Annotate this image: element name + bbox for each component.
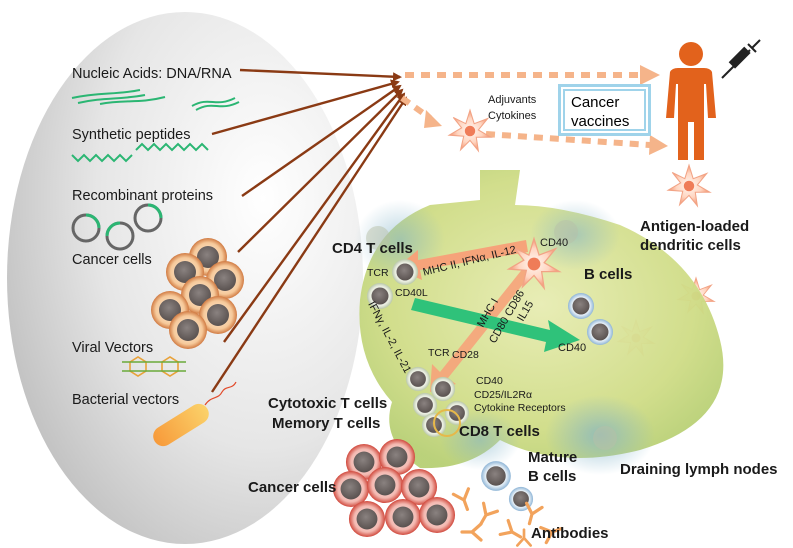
dendritic-cell-icon	[667, 164, 711, 207]
green-activation-arrow	[411, 298, 580, 352]
dna-rna-icon	[71, 89, 240, 111]
label-cytokine-receptors: Cytokine Receptors	[474, 402, 566, 414]
cancer-vaccines-box: Cancer vaccines	[558, 84, 651, 136]
label-cytokines: Cytokines	[488, 110, 537, 122]
label-recombinant-proteins: Recombinant proteins	[72, 188, 214, 204]
label-nucleic-acids: Nucleic Acids: DNA/RNA	[72, 66, 232, 82]
label-adjuvants: Adjuvants	[488, 94, 537, 106]
label-synthetic-peptides: Synthetic peptides	[72, 127, 191, 143]
label-memory-t-cells: Memory T cells	[272, 415, 381, 432]
label-cd40-b: CD40	[558, 342, 587, 354]
label-cytotoxic-t-cells: Cytotoxic T cells	[268, 395, 388, 412]
label-mature: Mature	[528, 449, 578, 466]
dashed-arrows	[400, 72, 651, 148]
label-cancer-cells-bottom: Cancer cells	[248, 479, 337, 496]
bacterium-icon	[153, 381, 237, 447]
syringe-icon	[721, 39, 761, 79]
label-viral-vectors: Viral Vectors	[72, 340, 154, 356]
b-cell	[568, 293, 594, 319]
label-tcr-2: TCR	[428, 347, 450, 359]
mhc2-signal-arrow	[396, 240, 528, 280]
dendritic-cell-icon	[448, 109, 492, 152]
label-cancer-vaccines: Cancer vaccines	[571, 94, 630, 130]
label-cd40-dc: CD40	[540, 237, 569, 249]
mature-b-cell	[481, 461, 511, 491]
source-arrows	[210, 68, 408, 393]
label-b-cells: B cells	[584, 266, 633, 283]
viral-vector-icon	[122, 356, 186, 377]
label-cd8-t-cells: CD8 T cells	[459, 423, 540, 440]
label-cd25: CD25/IL2Rα	[474, 389, 533, 401]
b-cell	[587, 319, 613, 345]
label-cancer-cells-left: Cancer cells	[72, 252, 152, 268]
label-cd40-cd8: CD40	[476, 375, 503, 387]
dashed-arrowhead-mid	[424, 110, 442, 128]
dashed-arrowhead-top	[640, 65, 660, 85]
label-dendritic-cells: dendritic cells	[640, 237, 741, 254]
dashed-arrowhead-bottom	[649, 135, 668, 155]
label-antigen-loaded: Antigen-loaded	[640, 218, 750, 235]
person-icon	[666, 42, 716, 160]
cd8-t-cell-outline	[433, 409, 461, 437]
label-antibodies: Antibodies	[531, 525, 609, 542]
cd8-t-cell	[430, 376, 456, 402]
label-b-cells-bottom: B cells	[528, 468, 577, 485]
label-cd40l: CD40L	[395, 287, 428, 299]
cd4-t-cell	[392, 259, 418, 285]
label-bacterial-vectors: Bacterial vectors	[72, 392, 180, 408]
peptide-icon	[71, 142, 209, 163]
label-cd28: CD28	[452, 349, 479, 361]
label-cd4-t-cells: CD4 T cells	[332, 240, 413, 257]
cd8-t-cell	[444, 400, 470, 426]
label-tcr-1: TCR	[367, 267, 389, 279]
protein-ring-icon	[71, 203, 163, 251]
label-draining-lymph-nodes: Draining lymph nodes	[620, 461, 778, 478]
